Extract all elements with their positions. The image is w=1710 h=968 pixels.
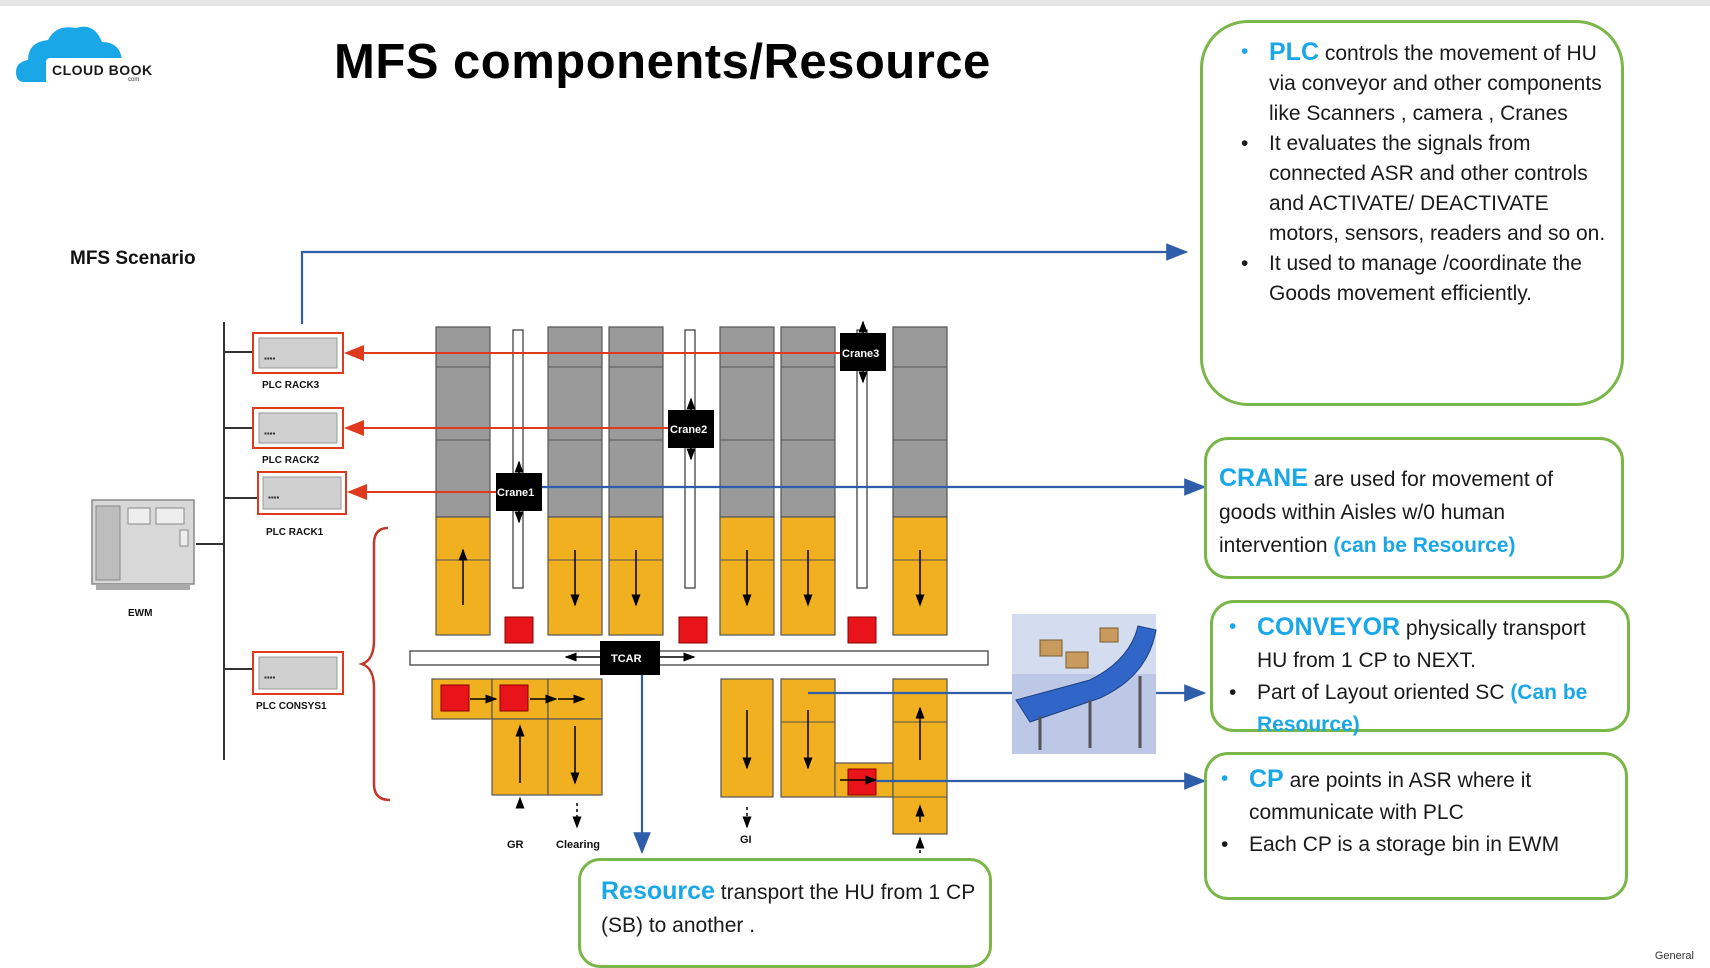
- plc-rack1-label: PLC RACK1: [266, 527, 324, 538]
- cp-keyword: CP: [1249, 765, 1284, 793]
- crane-keyword: CRANE: [1219, 464, 1308, 492]
- crane1-box: [496, 460, 542, 524]
- crane1-label: Crane1: [497, 487, 534, 499]
- resource-keyword: Resource: [601, 877, 715, 905]
- top-border: [0, 0, 1710, 6]
- conveyor-photo: [1012, 614, 1157, 754]
- conveyor-bullet-1: •CONVEYOR physically transport HU from 1…: [1229, 613, 1586, 672]
- conveyor-callout-box: •CONVEYOR physically transport HU from 1…: [1210, 600, 1630, 736]
- gi-conveyor: [720, 678, 948, 835]
- plc-callout-arrow: [300, 243, 1189, 324]
- plc-rack2-label: PLC RACK2: [262, 455, 320, 466]
- page-title: MFS components/Resource: [334, 35, 991, 89]
- cp-callout-box: •CP are points in ASR where it communica…: [1204, 752, 1628, 900]
- plc-consys1-label: PLC CONSYS1: [256, 701, 327, 712]
- tcar-label: TCAR: [611, 653, 642, 665]
- gi-label: GI: [740, 834, 752, 846]
- tcar-rail: [409, 650, 989, 666]
- crane-resource-note: (can be Resource): [1333, 534, 1516, 557]
- crane2-label: Crane2: [670, 424, 707, 436]
- plc-bullet-1: •PLC controls the movement of HU via con…: [1241, 38, 1602, 125]
- cloud-icon: [16, 26, 166, 84]
- plc-bullet-2: •It evaluates the signals from connected…: [1241, 132, 1606, 245]
- gr-label: GR: [507, 839, 524, 851]
- plc-consys1: ▪▪▪▪: [252, 651, 344, 695]
- svg-text:▪▪▪▪: ▪▪▪▪: [268, 493, 280, 502]
- gi-cp-square: [847, 768, 877, 796]
- cp-bullet-2: •Each CP is a storage bin in EWM: [1221, 833, 1560, 856]
- conveyor-resource-note: (Can be Resource): [1257, 681, 1588, 736]
- storage-racks: [435, 326, 948, 518]
- scenario-label: MFS Scenario: [70, 248, 196, 269]
- logo-sub: com: [128, 77, 140, 83]
- logo-name: CLOUD BOOK: [52, 62, 153, 78]
- crane-callout-box: CRANE are used for movement of goods wit…: [1204, 437, 1624, 579]
- svg-text:▪▪▪▪: ▪▪▪▪: [264, 354, 276, 363]
- svg-text:▪▪▪▪: ▪▪▪▪: [264, 673, 276, 682]
- classification-footer: General: [1654, 950, 1694, 962]
- crane3-label: Crane3: [842, 348, 879, 360]
- plc-bullet-3: •It used to manage /coordinate the Goods…: [1241, 252, 1582, 305]
- plc-rack3-label: PLC RACK3: [262, 380, 320, 391]
- plc-rack2: ▪▪▪▪: [252, 407, 344, 449]
- cp-bullet-1: •CP are points in ASR where it communica…: [1221, 765, 1532, 824]
- ewm-label: EWM: [128, 608, 152, 619]
- clearing-label: Clearing: [556, 839, 600, 851]
- plc-rack1: ▪▪▪▪: [257, 471, 347, 515]
- cloud-book-logo: [16, 20, 176, 90]
- aisle-cp-squares: [504, 616, 877, 644]
- crane3-box: [840, 320, 886, 384]
- svg-text:▪▪▪▪: ▪▪▪▪: [264, 429, 276, 438]
- resource-callout-box: Resource transport the HU from 1 CP (SB)…: [578, 858, 992, 968]
- conveyor-keyword: CONVEYOR: [1257, 613, 1401, 641]
- plc-rack3: ▪▪▪▪: [252, 332, 344, 374]
- gr-cp-squares: [440, 684, 529, 712]
- crane2-box: [668, 397, 714, 461]
- ewm-server-icon: [91, 499, 195, 590]
- conveyor-brace: [358, 526, 391, 802]
- plc-callout-box: •PLC controls the movement of HU via con…: [1200, 20, 1624, 406]
- conveyor-bullet-2: •Part of Layout oriented SC (Can be Reso…: [1229, 681, 1588, 736]
- resource-description: Resource transport the HU from 1 CP (SB)…: [601, 877, 975, 937]
- tcar-box: [600, 641, 660, 675]
- crane-description: CRANE are used for movement of goods wit…: [1219, 464, 1554, 557]
- plc-keyword: PLC: [1269, 38, 1319, 66]
